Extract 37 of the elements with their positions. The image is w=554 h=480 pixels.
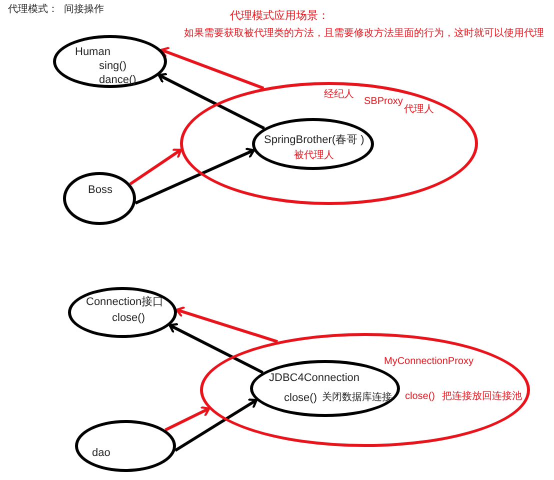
node-text: 代理人 <box>404 103 434 117</box>
arrow <box>160 46 264 90</box>
node-text: 关闭数据库连接 <box>322 391 392 405</box>
ellipse-node <box>252 118 374 170</box>
label-text: 代理模式： <box>8 2 58 17</box>
ellipse-node <box>63 172 136 225</box>
ellipse-node <box>75 420 176 472</box>
arrow <box>158 72 265 130</box>
node-text: 被代理人 <box>294 149 334 163</box>
arrow <box>176 306 278 344</box>
node-text: Connection接口 <box>86 295 164 309</box>
ellipse-node <box>53 35 167 88</box>
ellipse-node <box>180 82 478 205</box>
node-text: MyConnectionProxy <box>384 355 474 369</box>
arrow <box>129 148 182 186</box>
arrow <box>168 322 264 374</box>
node-text: Boss <box>88 183 112 197</box>
arrow <box>164 406 210 432</box>
node-text: close() <box>112 311 146 325</box>
label-text: 间接操作 <box>64 2 104 17</box>
ellipse-node <box>200 333 530 447</box>
node-text: 把连接放回连接池 <box>442 390 522 404</box>
arrow <box>174 398 258 452</box>
node-text: close() <box>284 391 318 405</box>
node-text: dance() <box>99 73 136 87</box>
ellipse-node <box>68 287 177 338</box>
label-text: 如果需要获取被代理类的方法，且需要修改方法里面的行为，这时就可以使用代理 <box>184 26 544 41</box>
node-text: SpringBrother(春哥 ) <box>264 133 364 147</box>
arrow <box>134 147 255 204</box>
node-text: JDBC4Connection <box>269 371 360 385</box>
label-text: 代理模式应用场景： <box>230 8 329 24</box>
node-text: sing() <box>99 59 127 73</box>
node-text: dao <box>92 446 110 460</box>
node-text: Human <box>75 45 110 59</box>
node-text: close() <box>405 390 436 404</box>
node-text: SBProxy <box>364 95 403 109</box>
node-text: 经纪人 <box>324 88 354 102</box>
